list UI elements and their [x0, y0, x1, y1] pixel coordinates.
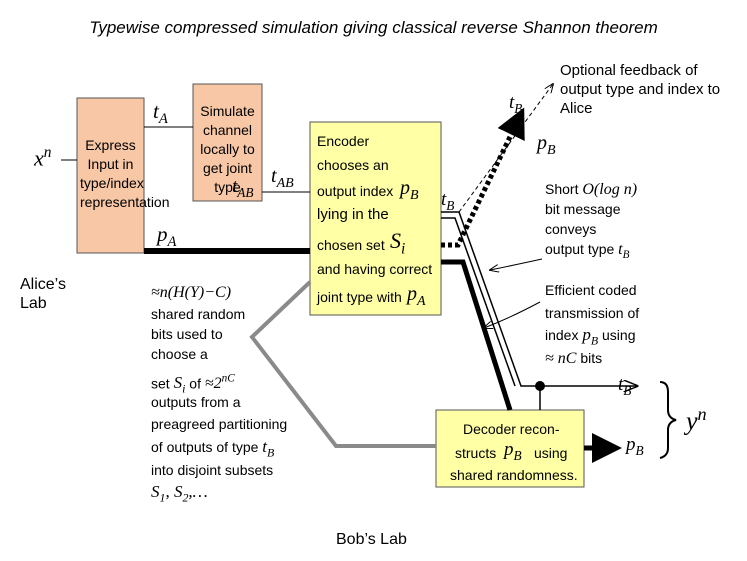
short-msg-line-3: conveys — [545, 221, 597, 237]
shared-line-5: set Si of ≈2nC — [151, 373, 235, 396]
encoder-line-3: output index — [317, 183, 394, 199]
decoder-line-3: shared randomness. — [450, 467, 578, 483]
tB-encoder-label: tB — [441, 189, 455, 213]
short-msg-pointer — [490, 258, 543, 270]
bob-lab-label: Bob’s Lab — [336, 531, 407, 548]
express-box-label: Express Input in type/index representati… — [80, 137, 170, 210]
shared-line-7: preagreed partitioning — [151, 416, 288, 432]
efficient-line-2: transmission of — [545, 305, 640, 321]
decoder-box — [435, 409, 585, 488]
decoder-pB: pB — [504, 439, 522, 463]
encoder-line-6: and having correct — [317, 261, 433, 277]
feedback-tB-line — [458, 84, 553, 213]
efficient-line-3: index pB using — [545, 325, 636, 348]
pA-label: pA — [157, 222, 177, 251]
shared-line-4: choose a — [151, 346, 208, 362]
feedback-label: Optional feedback of output type and ind… — [560, 62, 721, 117]
pB-line — [441, 259, 513, 411]
efficient-line-4: ≈ nC bits — [545, 350, 603, 367]
encoder-line-5: chosen set — [317, 237, 385, 253]
short-msg-line-4: output type tB — [545, 241, 630, 262]
simulate-tAB: tAB — [232, 176, 254, 200]
feedback-pB-line — [441, 107, 525, 248]
encoder-line-4: lying in the — [317, 206, 389, 223]
shared-randomness-line — [249, 280, 436, 448]
shared-line-9: into disjoint subsets — [151, 462, 274, 478]
short-msg-line-1: Short O(log n) — [545, 181, 638, 198]
decoder-line-2: structs — [455, 445, 497, 461]
yn-label: yn — [686, 404, 707, 436]
tAB-label: tAB — [271, 165, 294, 191]
decoder-line-2b: using — [534, 445, 568, 461]
encoder-line-2: chooses an — [317, 157, 389, 173]
short-msg-line-2: bit message — [545, 201, 621, 217]
tB-line — [441, 211, 637, 386]
tA-label: tA — [153, 99, 168, 128]
encoder-line-7: joint type with — [317, 289, 402, 305]
tB-feedback-label: tB — [509, 92, 523, 116]
tB-line-inner — [441, 217, 516, 387]
encoder-pA: pA — [407, 283, 426, 309]
pB-output-label: pB — [626, 434, 644, 458]
decoder-line-1: Decoder recon- — [463, 421, 560, 437]
shared-line-10: S1, S2,… — [151, 482, 208, 505]
shared-line-2: shared random — [151, 306, 246, 322]
simulate-box — [192, 83, 263, 202]
efficient-line-1: Efficient coded — [545, 282, 637, 298]
express-box — [76, 97, 145, 254]
simulate-box-text: Simulate channel locally to get joint ty… — [200, 103, 255, 195]
encoder-Si: Si — [390, 228, 406, 258]
efficient-pointer — [484, 301, 541, 328]
shared-line-1: ≈n(H(Y)−C) — [151, 284, 232, 301]
shared-line-6: outputs from a — [151, 394, 241, 410]
pB-feedback-label: pB — [537, 132, 556, 158]
simulate-box-label: Simulate channel locally to get joint ty… — [194, 102, 261, 197]
output-brace — [659, 381, 677, 459]
tB-output-label: tB — [618, 374, 632, 398]
shared-line-3: bits used to — [151, 326, 223, 342]
shared-line-8: of outputs of type tB — [151, 437, 275, 460]
diagram-title: Typewise compressed simulation giving cl… — [89, 18, 658, 37]
encoder-line-1: Encoder — [317, 133, 370, 149]
encoder-pB: pB — [400, 177, 419, 203]
xn-label: xn — [34, 144, 52, 171]
